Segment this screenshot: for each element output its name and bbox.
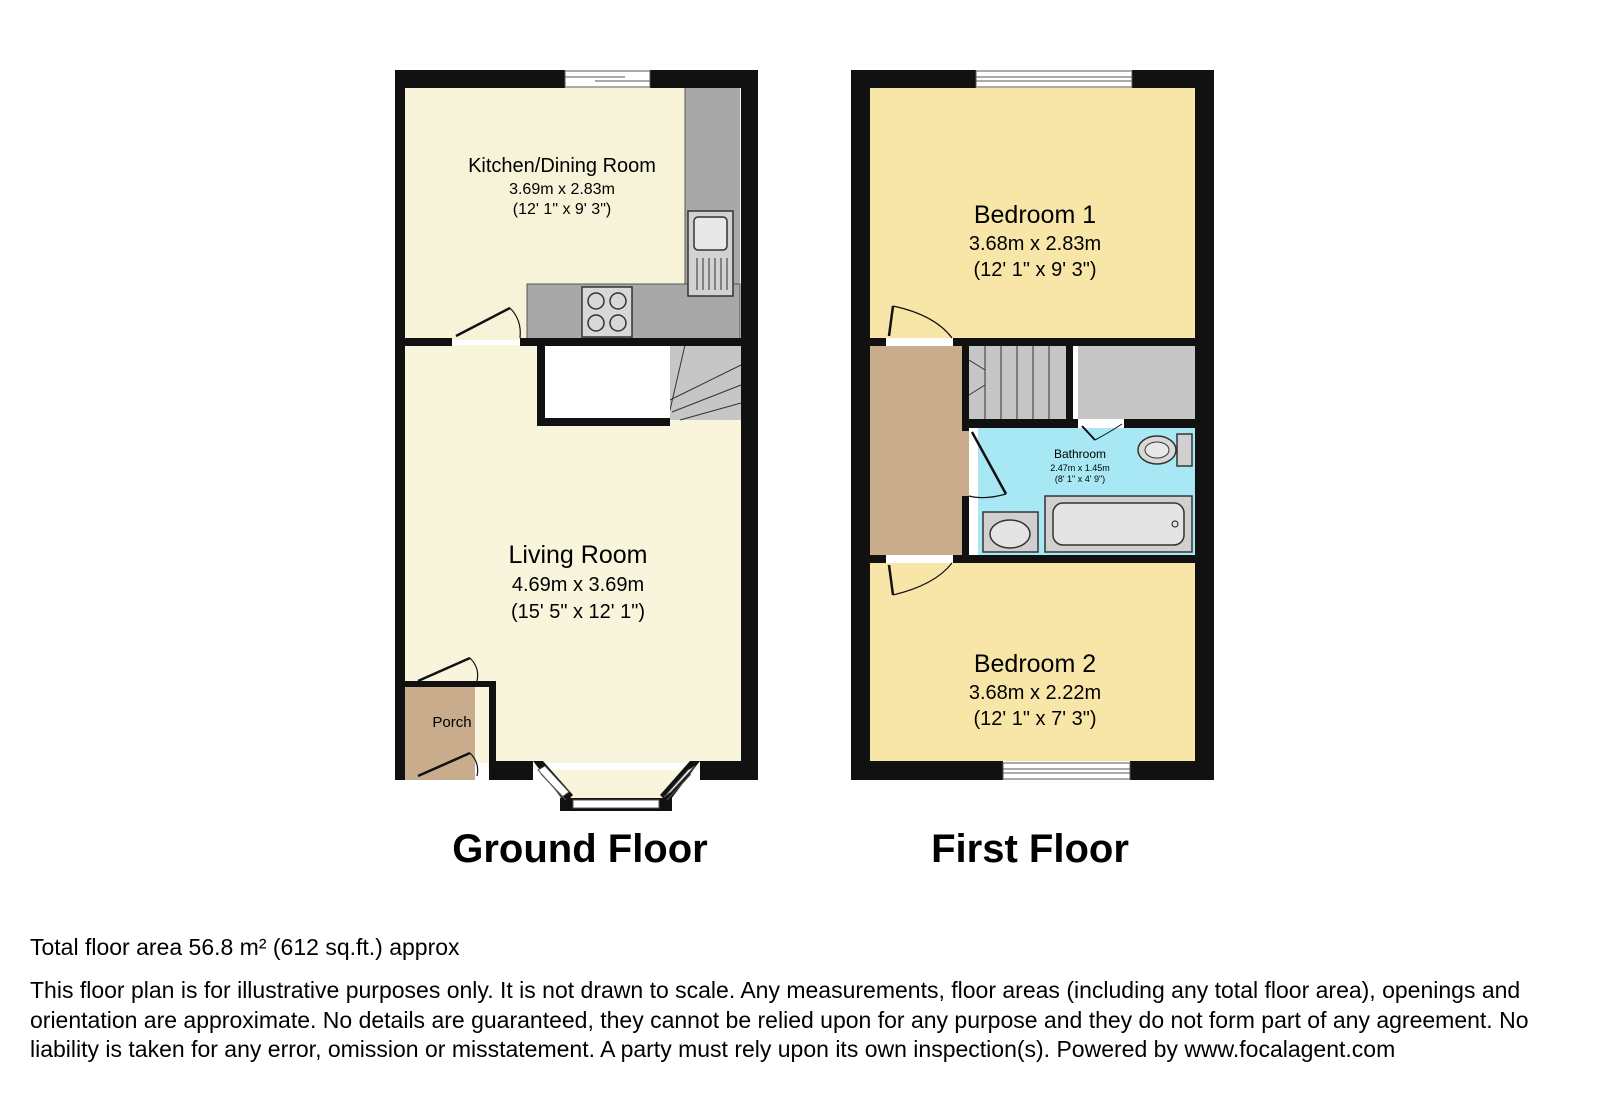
porch-name: Porch (432, 714, 471, 731)
bedroom-1-imperial: (12' 1" x 9' 3") (974, 259, 1097, 281)
kitchen-window (564, 70, 651, 88)
total-floor-area: Total floor area 56.8 m² (612 sq.ft.) ap… (30, 934, 460, 960)
bedroom-1-floor (870, 88, 1195, 338)
landing-floor (870, 346, 969, 555)
living-room-name: Living Room (509, 541, 648, 569)
ground-floor-walls (395, 70, 758, 780)
bath-icon (1044, 495, 1193, 553)
bedroom-2-imperial: (12' 1" x 7' 3") (974, 708, 1097, 730)
kitchen-metric: 3.69m x 2.83m (509, 181, 615, 198)
first-floor-walls (851, 70, 1214, 780)
bedroom-2-window (1002, 762, 1131, 780)
toilet-icon (1137, 433, 1193, 467)
bedroom-1-label: Bedroom 1 3.68m x 2.83m (12' 1" x 9' 3") (969, 201, 1101, 281)
basin-icon (982, 511, 1039, 553)
living-room-label: Living Room 4.69m x 3.69m (15' 5" x 12' … (509, 541, 648, 623)
ground-floor-title: Ground Floor (452, 827, 708, 871)
bedroom-2-name: Bedroom 2 (974, 650, 1096, 678)
bedroom-1-window (975, 70, 1133, 88)
ground-floor-plan (395, 70, 758, 811)
first-floor-stairs (968, 346, 1066, 419)
bathroom-metric: 2.47m x 1.45m (1050, 463, 1110, 473)
first-floor-doors (887, 305, 1123, 596)
porch-floor (405, 683, 475, 780)
bay-window (533, 761, 700, 811)
bedroom-1-metric: 3.68m x 2.83m (969, 233, 1101, 255)
bathroom-label: Bathroom 2.47m x 1.45m (8' 1" x 4' 9") (1050, 447, 1110, 484)
bedroom-1-name: Bedroom 1 (974, 201, 1096, 229)
living-room-metric: 4.69m x 3.69m (512, 574, 644, 596)
living-room-imperial: (15' 5" x 12' 1") (511, 601, 645, 623)
hob-icon (581, 286, 633, 338)
first-floor-title: First Floor (931, 827, 1129, 871)
under-stairs-cupboard (537, 345, 670, 424)
disclaimer-text: This floor plan is for illustrative purp… (30, 977, 1529, 1062)
bathroom-name: Bathroom (1054, 447, 1106, 461)
first-floor-plan (851, 70, 1214, 780)
bathroom-imperial: (8' 1" x 4' 9") (1055, 474, 1105, 484)
sink-icon (687, 210, 734, 297)
bedroom-2-floor (870, 563, 1195, 761)
kitchen-label: Kitchen/Dining Room 3.69m x 2.83m (12' 1… (468, 155, 656, 218)
ground-floor-doors (417, 306, 521, 778)
kitchen-name: Kitchen/Dining Room (468, 155, 656, 177)
airing-cupboard (1078, 346, 1195, 419)
bedroom-2-label: Bedroom 2 3.68m x 2.22m (12' 1" x 7' 3") (969, 650, 1101, 730)
kitchen-imperial: (12' 1" x 9' 3") (513, 201, 611, 218)
floor-plan-diagram: Kitchen/Dining Room 3.69m x 2.83m (12' 1… (395, 70, 1214, 871)
bedroom-2-metric: 3.68m x 2.22m (969, 682, 1101, 704)
